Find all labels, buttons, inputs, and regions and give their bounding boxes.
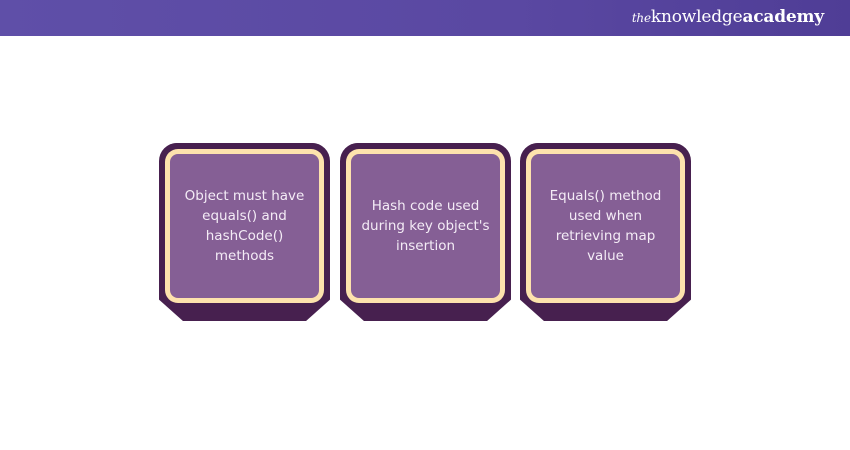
logo-word-knowledge: knowledge	[650, 7, 743, 27]
card-body: Object must have equals() and hashCode()…	[170, 154, 319, 298]
card-equals-hashcode: Object must have equals() and hashCode()…	[159, 143, 330, 321]
logo-word-academy: academy	[742, 7, 824, 27]
card-body: Equals() method used when retrieving map…	[531, 154, 680, 298]
card-text: Equals() method used when retrieving map…	[549, 188, 662, 264]
card-equals-retrieval: Equals() method used when retrieving map…	[520, 143, 691, 321]
brand-logo[interactable]: theknowledgeacademy	[632, 7, 824, 27]
card-body: Hash code used during key object's inser…	[351, 154, 500, 298]
logo-prefix: the	[631, 11, 651, 25]
header-bar: theknowledgeacademy	[0, 0, 850, 36]
card-text: Object must have equals() and hashCode()…	[184, 188, 305, 264]
card-text: Hash code used during key object's inser…	[361, 198, 490, 254]
card-hash-code-insertion: Hash code used during key object's inser…	[340, 143, 511, 321]
